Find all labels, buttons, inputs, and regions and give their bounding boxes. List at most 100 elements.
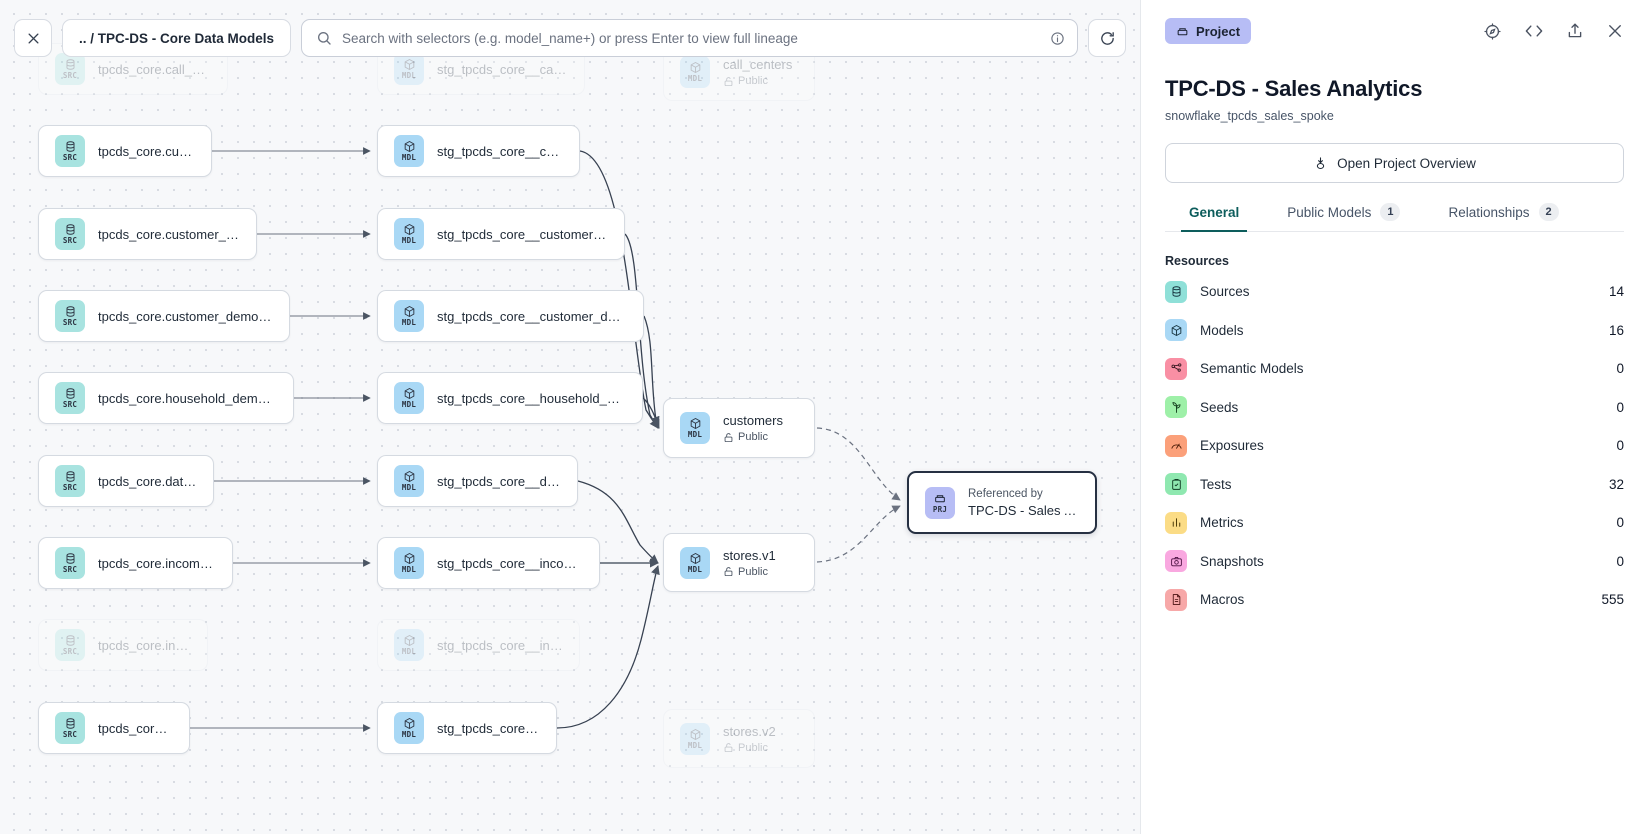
resource-row-tests[interactable]: Tests 32 [1165,469,1624,500]
info-icon[interactable] [1050,31,1065,46]
graph-node-src_store[interactable]: SRC tpcds_core.store [38,702,190,754]
resources-list: Sources 14 Models 16 Semantic Models 0 S… [1165,276,1624,615]
node-text: tpcds_core.household_demographics [98,391,277,406]
refresh-button[interactable] [1088,19,1126,57]
graph-node-src_date_dim[interactable]: SRC tpcds_core.date_dim [38,455,214,507]
graph-node-src_income_band[interactable]: SRC tpcds_core.income_band [38,537,233,589]
mdl-badge-icon: MDL [394,218,424,250]
lineage-canvas[interactable]: SRC tpcds_core.call_center MDL stg_tpcds… [0,0,1140,834]
breadcrumb[interactable]: .. / TPC-DS - Core Data Models [62,19,292,57]
resource-row-exposures[interactable]: Exposures 0 [1165,430,1624,461]
node-title: stg_tpcds_core__customer [437,143,563,159]
mdl-badge-icon: MDL [680,722,710,755]
graph-node-src_inventory[interactable]: SRC tpcds_core.inventory [38,619,208,671]
resource-row-models[interactable]: Models 16 [1165,315,1624,346]
mdl-badge-label: MDL [401,153,417,163]
resource-row-semantic-models[interactable]: Semantic Models 0 [1165,353,1624,384]
resource-row-sources[interactable]: Sources 14 [1165,276,1624,307]
src-badge-label: SRC [62,647,78,657]
resource-label: Models [1200,322,1244,338]
resource-type-chip[interactable]: Project [1165,18,1252,44]
node-title: tpcds_core.date_dim [98,473,197,489]
tab-label: Relationships [1448,204,1530,220]
src-badge-label: SRC [62,153,78,163]
search-input[interactable]: Search with selectors (e.g. model_name+)… [301,19,1078,57]
src-badge-label: SRC [62,71,78,81]
cube-icon [1165,319,1187,342]
resource-row-snapshots[interactable]: Snapshots 0 [1165,546,1624,577]
bars-icon [1165,511,1187,534]
node-title: tpcds_core.customer [98,143,195,159]
graph-node-src_cust_demo[interactable]: SRC tpcds_core.customer_demographics [38,290,290,342]
mdl-badge-icon: MDL [394,300,424,332]
node-title: tpcds_core.income_band [98,555,216,571]
src-badge-icon: SRC [55,629,85,661]
mdl-badge-icon: MDL [394,547,424,579]
search-icon [316,30,332,46]
tab-label: Public Models [1287,204,1372,220]
graph-node-mdl_customers[interactable]: MDL customers Public [663,398,815,458]
graph-node-mdl_inventory[interactable]: MDL stg_tpcds_core__inventory [377,619,580,671]
node-text: tpcds_core.customer [98,144,195,159]
graph-node-mdl_cust_demo[interactable]: MDL stg_tpcds_core__customer_demogra… [377,290,644,342]
panel-header: Project [1165,16,1624,46]
mdl-badge-label: MDL [401,400,417,410]
database-icon [1165,280,1187,303]
close-panel-icon[interactable] [1606,22,1624,40]
resource-label: Seeds [1200,399,1239,415]
node-text: stores.v1 Public [723,548,776,578]
graph-node-src_customer[interactable]: SRC tpcds_core.customer [38,125,212,177]
node-title: tpcds_core.inventory [98,637,191,653]
code-icon[interactable] [1524,23,1544,39]
mdl-badge-label: MDL [687,74,703,84]
node-visibility-row: Public [723,742,776,754]
graph-node-mdl_hh_demo[interactable]: MDL stg_tpcds_core__household_demogr… [377,372,643,424]
node-title: stores.v2 [723,723,776,739]
page-title: TPC-DS - Sales Analytics [1165,76,1423,101]
explore-icon[interactable] [1483,22,1502,41]
graph-node-mdl_income_band[interactable]: MDL stg_tpcds_core__income_band [377,537,600,589]
node-text: call_centers Public [723,57,792,87]
node-text: stg_tpcds_core__customer_address [437,227,608,242]
graph-node-mdl_date_dim[interactable]: MDL stg_tpcds_core__date_dim [377,455,578,507]
close-lineage-button[interactable] [14,19,52,57]
lock-icon [723,742,734,753]
resource-count: 0 [1616,438,1624,454]
resource-row-metrics[interactable]: Metrics 0 [1165,507,1624,538]
mdl-badge-icon: MDL [394,382,424,414]
node-visibility-row: Public [723,431,783,443]
node-title: stores.v1 [723,547,776,563]
graph-node-mdl_stores_v2[interactable]: MDL stores.v2 Public [663,709,815,768]
src-badge-icon: SRC [55,712,85,744]
resource-row-seeds[interactable]: Seeds 0 [1165,392,1624,423]
node-visibility-row: Public [723,566,776,578]
resource-count: 0 [1616,399,1624,415]
node-title: stg_tpcds_core__income_band [437,555,583,571]
node-title: stg_tpcds_core__customer_address [437,226,608,242]
resource-label: Metrics [1200,515,1244,531]
open-project-overview-button[interactable]: Open Project Overview [1165,143,1624,183]
node-title: stg_tpcds_core__customer_demogra… [437,308,627,324]
mdl-badge-label: MDL [687,564,703,574]
graph-node-mdl_store[interactable]: MDL stg_tpcds_core__store [377,702,557,754]
graph-node-project[interactable]: PRJ Referenced by TPC-DS - Sales Analyti… [907,471,1097,534]
src-badge-label: SRC [62,400,78,410]
graph-node-mdl_stores_v1[interactable]: MDL stores.v1 Public [663,533,815,592]
camera-icon [1165,550,1187,573]
graph-node-src_cust_address[interactable]: SRC tpcds_core.customer_address [38,208,257,260]
resource-label: Semantic Models [1200,361,1304,377]
share-icon[interactable] [1566,22,1584,40]
node-visibility: Public [738,75,768,87]
file-icon [1165,588,1187,611]
seed-icon [1165,396,1187,419]
tab-general[interactable]: General [1165,203,1263,233]
project-icon [1177,27,1188,35]
graph-node-mdl_customer[interactable]: MDL stg_tpcds_core__customer [377,125,580,177]
graph-node-src_hh_demo[interactable]: SRC tpcds_core.household_demographics [38,372,294,424]
resource-row-macros[interactable]: Macros 555 [1165,584,1624,615]
mdl-badge-label: MDL [401,318,417,328]
graph-node-mdl_cust_address[interactable]: MDL stg_tpcds_core__customer_address [377,208,625,260]
